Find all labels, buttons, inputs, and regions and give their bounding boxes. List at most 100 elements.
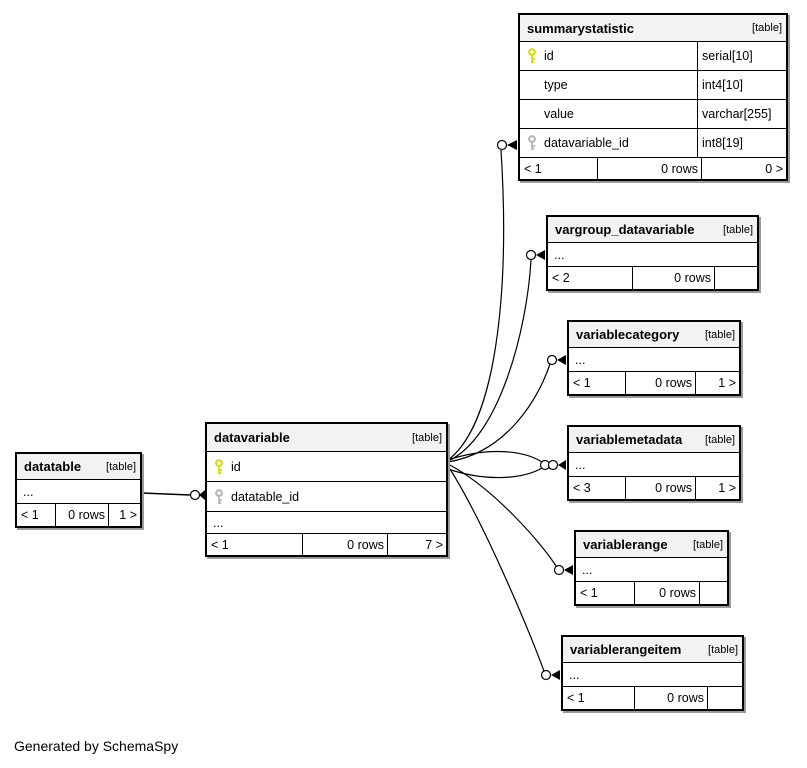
ellipsis-row: ...: [548, 243, 757, 267]
foreign-key-icon: [215, 488, 223, 504]
ellipsis-row: ...: [576, 558, 727, 582]
table-footer: < 3 0 rows 1 >: [569, 477, 739, 499]
table-header: variablemetadata [table]: [569, 427, 739, 453]
footer-children: < 1: [524, 161, 542, 176]
table-footer: < 1 0 rows 1 >: [569, 372, 739, 394]
table-variablerangeitem[interactable]: variablerangeitem [table] ... < 1 0 rows: [561, 635, 744, 711]
footer-rows: 0 rows: [625, 477, 695, 499]
table-header: variablecategory [table]: [569, 322, 739, 348]
footer-rows: 0 rows: [634, 687, 707, 709]
table-header: variablerangeitem [table]: [563, 637, 742, 663]
table-title[interactable]: datavariable: [214, 430, 290, 445]
footer-children: < 1: [567, 691, 585, 705]
edge-datavariable-variablerange: [447, 463, 573, 576]
footer-children: < 1: [573, 376, 591, 390]
column-name: type: [544, 78, 568, 92]
column-name: datatable_id: [231, 489, 300, 504]
column-row-id: id serial[10]: [520, 42, 786, 71]
footer-children: < 2: [552, 271, 570, 285]
footer-rows: 0 rows: [55, 504, 108, 526]
edge-datavariable-variablemetadata-2: [447, 459, 566, 479]
footer-parents: 0 >: [701, 158, 786, 179]
footer-parents: [714, 267, 757, 289]
edge-datavariable-variablecategory: [447, 354, 566, 463]
ellipsis-row: ...: [207, 512, 446, 534]
edge-datavariable-vargroup_datavariable: [447, 249, 545, 462]
table-header: vargroup_datavariable [table]: [548, 217, 757, 243]
table-title[interactable]: variablecategory: [576, 327, 680, 342]
table-tag: [table]: [106, 460, 136, 473]
footer-parents: 1 >: [108, 504, 140, 526]
table-tag: [table]: [693, 538, 723, 551]
table-title[interactable]: summarystatistic: [527, 20, 634, 36]
edge-datavariable-variablerangeitem: [447, 465, 560, 681]
column-row-datatable_id: datatable_id: [207, 482, 446, 512]
primary-key-icon: [215, 458, 223, 474]
table-title[interactable]: vargroup_datavariable: [555, 222, 695, 237]
foreign-key-icon: [528, 135, 536, 151]
edge-datavariable-variablemetadata-1: [447, 451, 543, 463]
footer-children: < 1: [21, 508, 39, 522]
table-footer: < 1 0 rows: [563, 687, 742, 709]
footer-rows: 0 rows: [597, 158, 701, 179]
footer-rows: 0 rows: [634, 582, 699, 604]
table-datatable[interactable]: datatable [table] ... < 1 0 rows 1 >: [15, 452, 142, 528]
table-tag: [table]: [752, 22, 782, 34]
footer-rows: 0 rows: [625, 372, 695, 394]
table-title[interactable]: variablerange: [583, 537, 668, 552]
footer-parents: 7 >: [387, 534, 446, 555]
ellipsis-row: ...: [569, 348, 739, 372]
footer-children: < 3: [573, 481, 591, 495]
column-type: int4[10]: [697, 71, 786, 99]
table-tag: [table]: [723, 223, 753, 236]
table-datavariable[interactable]: datavariable [table] id datatable_id ...…: [205, 422, 448, 557]
table-variablecategory[interactable]: variablecategory [table] ... < 1 0 rows …: [567, 320, 741, 396]
table-variablemetadata[interactable]: variablemetadata [table] ... < 3 0 rows …: [567, 425, 741, 501]
footer-parents: 1 >: [695, 477, 739, 499]
footer-parents: [699, 582, 727, 604]
edge-datavariable-summarystatistic: [447, 139, 517, 461]
table-tag: [table]: [412, 431, 442, 444]
edge-datatable-datavariable: [141, 489, 205, 501]
table-title[interactable]: variablerangeitem: [570, 642, 682, 657]
table-header: summarystatistic [table]: [520, 15, 786, 42]
table-header: datavariable [table]: [207, 424, 446, 452]
table-footer: < 1 0 rows 7 >: [207, 534, 446, 555]
column-name: datavariable_id: [544, 136, 629, 150]
primary-key-icon: [528, 48, 536, 64]
table-header: datatable [table]: [17, 454, 140, 480]
table-title[interactable]: variablemetadata: [576, 432, 683, 447]
footer-children: < 1: [211, 537, 229, 552]
table-vargroup_datavariable[interactable]: vargroup_datavariable [table] ... < 2 0 …: [546, 215, 759, 291]
footer-children: < 1: [580, 586, 598, 600]
column-type: varchar[255]: [697, 100, 786, 128]
column-name: id: [231, 459, 241, 474]
generated-by-note: Generated by SchemaSpy: [14, 738, 179, 754]
footer-rows: 0 rows: [302, 534, 387, 555]
ellipsis-row: ...: [17, 480, 140, 504]
table-header: variablerange [table]: [576, 532, 727, 558]
column-type: serial[10]: [697, 42, 786, 70]
table-tag: [table]: [705, 328, 735, 341]
footer-parents: 1 >: [695, 372, 739, 394]
column-type: int8[19]: [697, 129, 786, 157]
table-tag: [table]: [705, 433, 735, 446]
table-title[interactable]: datatable: [24, 459, 82, 474]
table-summarystatistic[interactable]: summarystatistic [table] id serial[10] t…: [518, 13, 788, 181]
table-footer: < 2 0 rows: [548, 267, 757, 289]
footer-parents: [707, 687, 742, 709]
table-footer: < 1 0 rows: [576, 582, 727, 604]
ellipsis-row: ...: [569, 453, 739, 477]
column-row-datavariable_id: datavariable_id int8[19]: [520, 129, 786, 158]
column-row-value: value varchar[255]: [520, 100, 786, 129]
column-row-type: type int4[10]: [520, 71, 786, 100]
footer-rows: 0 rows: [632, 267, 714, 289]
column-row-id: id: [207, 452, 446, 482]
table-tag: [table]: [708, 643, 738, 656]
table-footer: < 1 0 rows 1 >: [17, 504, 140, 526]
table-footer: < 1 0 rows 0 >: [520, 158, 786, 179]
ellipsis-row: ...: [563, 663, 742, 687]
column-name: id: [544, 49, 554, 63]
table-variablerange[interactable]: variablerange [table] ... < 1 0 rows: [574, 530, 729, 606]
